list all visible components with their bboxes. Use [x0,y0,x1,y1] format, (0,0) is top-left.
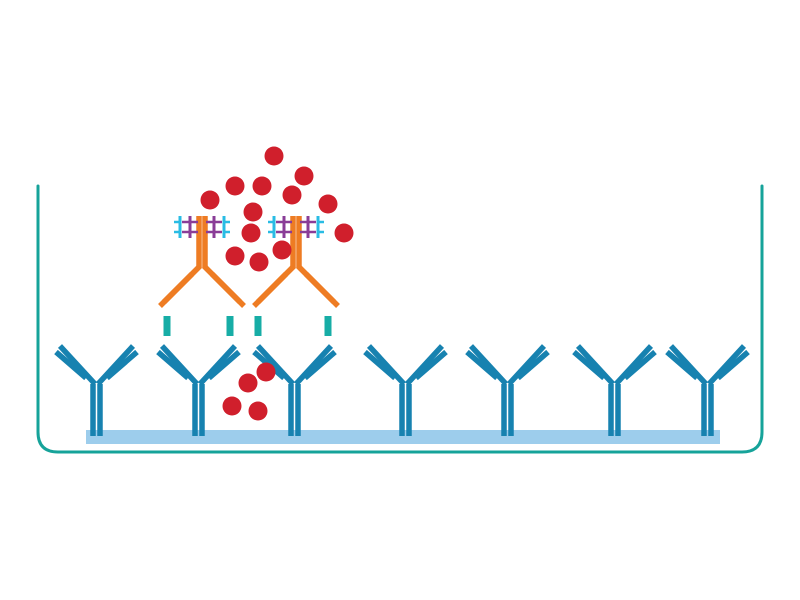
signal-dot [241,223,261,243]
detection-antibodies [158,216,340,308]
capture-antibody [363,344,448,436]
signal-dot [294,166,314,186]
signal-dot [318,194,338,214]
signal-dot [282,185,302,205]
signal-dot [248,401,268,421]
signal-dot [200,190,220,210]
capture-antibody [572,344,657,436]
capture-antibody [465,344,550,436]
signal-dot [264,146,284,166]
signal-dot [238,373,258,393]
signal-dot [225,246,245,266]
enzyme-conjugate-icon [174,216,230,238]
capture-antibody [252,344,337,436]
signal-dot [243,202,263,222]
signal-dot [272,240,292,260]
capture-antibodies [54,344,750,436]
signal-dot [225,176,245,196]
signal-dot [256,362,276,382]
capture-antibody [54,344,139,436]
detection-antibody [158,216,246,308]
signal-dot [334,223,354,243]
detection-antibody [252,216,340,308]
signal-dots [200,146,354,421]
signal-dot [249,252,269,272]
well-outline [36,184,764,454]
antigen-linkers [163,316,332,336]
signal-dot [252,176,272,196]
enzyme-conjugate-icon [268,216,324,238]
plate-surface [86,430,720,444]
signal-dot [222,396,242,416]
capture-antibody [665,344,750,436]
capture-antibody [156,344,241,436]
